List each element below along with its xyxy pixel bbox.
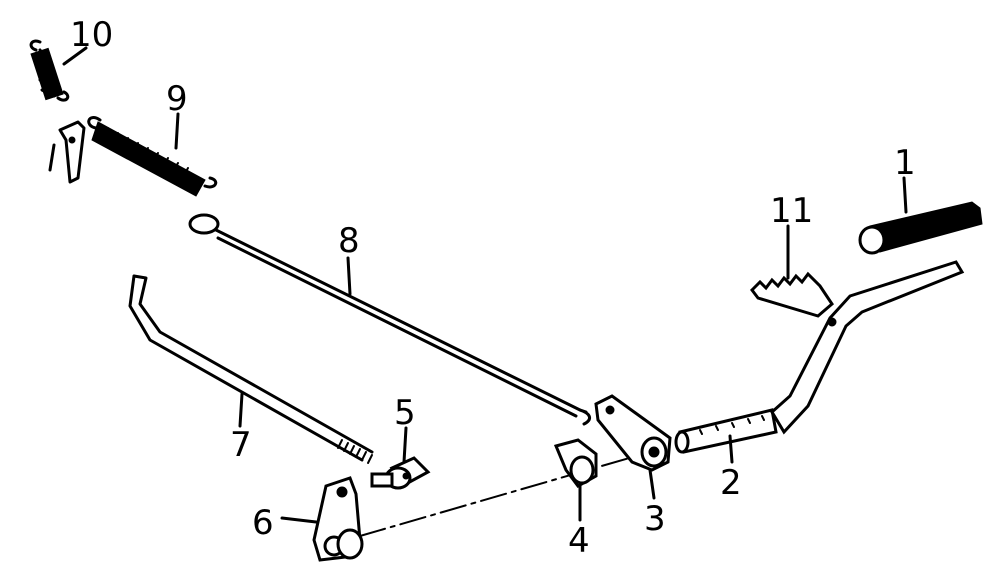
mounting-bracket bbox=[48, 120, 86, 184]
part-2-pedal-lever bbox=[674, 260, 965, 454]
part-3-pivot-plate bbox=[594, 394, 672, 472]
part-label-9: 9 bbox=[166, 79, 188, 119]
part-label-2: 2 bbox=[720, 463, 742, 503]
part-6-lever bbox=[312, 476, 364, 562]
part-label-1: 1 bbox=[894, 143, 916, 183]
part-8-rod bbox=[188, 213, 591, 426]
part-10-small-spring bbox=[29, 39, 70, 102]
part-label-11: 11 bbox=[770, 191, 813, 231]
part-11-tooth-plate bbox=[750, 271, 834, 318]
part-label-3: 3 bbox=[644, 499, 666, 539]
part-label-4: 4 bbox=[568, 521, 590, 561]
part-label-6: 6 bbox=[252, 503, 274, 543]
leader-lines bbox=[62, 46, 908, 524]
part-1-pedal-rubber bbox=[858, 201, 983, 255]
part-label-8: 8 bbox=[338, 221, 360, 261]
part-label-7: 7 bbox=[230, 425, 252, 465]
part-9-large-spring bbox=[87, 116, 218, 197]
part-label-10: 10 bbox=[70, 15, 113, 55]
part-7-bent-rod bbox=[128, 274, 374, 464]
part-4-collar bbox=[553, 438, 598, 488]
part-label-5: 5 bbox=[394, 393, 416, 433]
part-5-pin bbox=[370, 456, 431, 490]
